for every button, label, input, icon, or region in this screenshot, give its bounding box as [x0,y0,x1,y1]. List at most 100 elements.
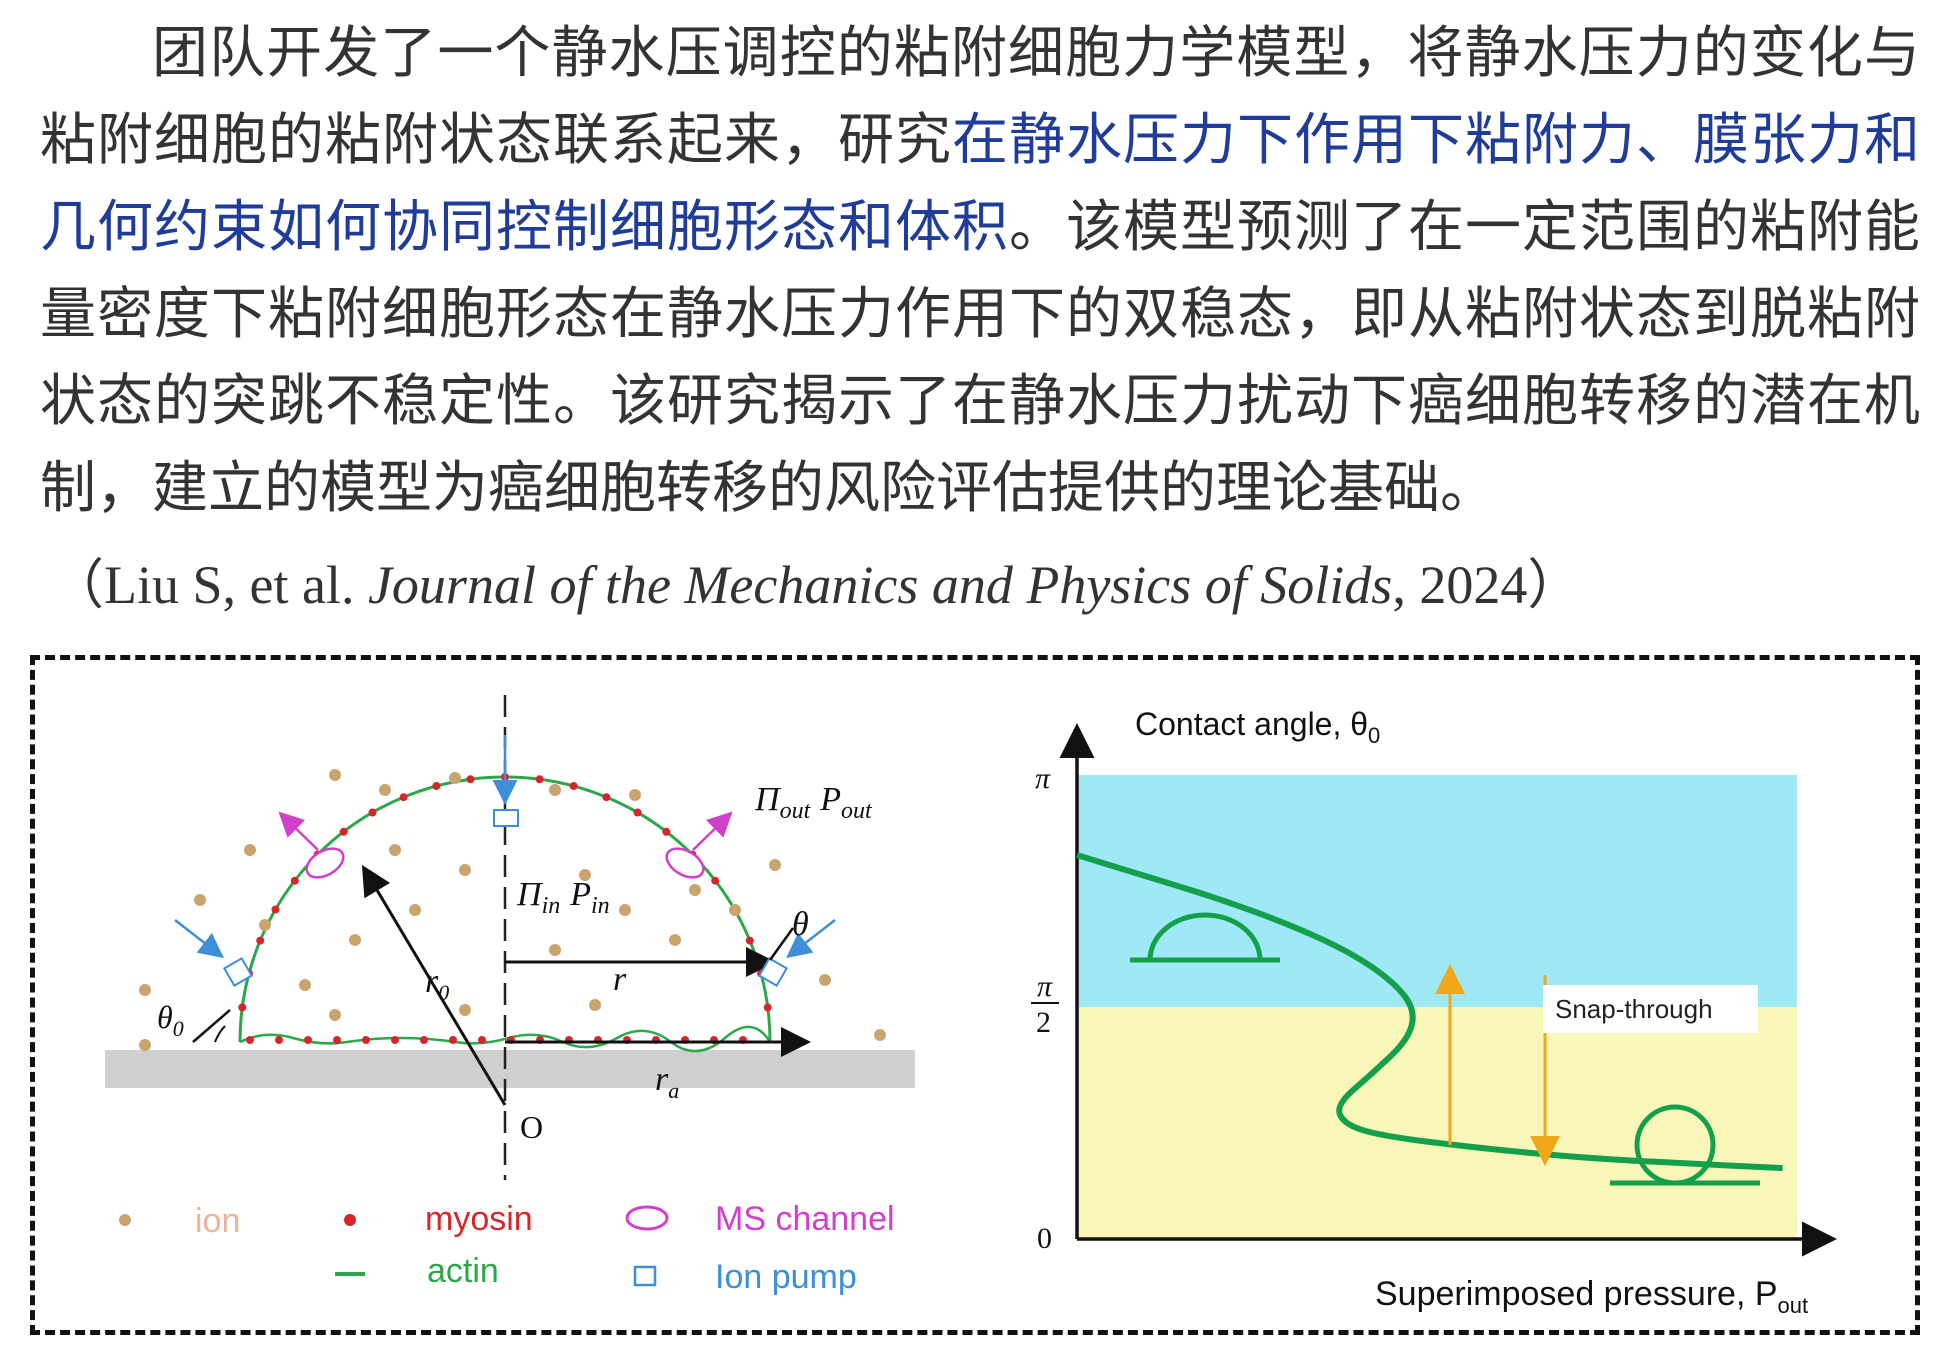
label-r: r [613,961,627,998]
legend-ion-label: ion [195,1202,240,1240]
region-yellow [1077,1007,1797,1239]
cell-inset-spread [1147,912,1263,961]
ion-dot [194,894,206,906]
myosin-dot [391,1036,399,1044]
theta-line [768,927,795,961]
myosin-dot [466,775,475,784]
ion-dot [139,984,151,996]
myosin-dot [763,1003,772,1012]
ion-dot [379,784,391,796]
para-highlight: 在静水压力下作用下粘附力、膜张力和几何约束如何协同控制细胞形态和体积 [40,108,1920,260]
ion-dot [619,904,631,916]
myosin-dot [290,876,299,885]
myosin-dot [368,808,377,817]
myosin-dot [271,905,280,914]
ion-dot [819,974,831,986]
label-origin: O [520,1109,543,1145]
myosin-dot [256,936,265,945]
ms-arrow-left [278,811,319,851]
contact-angle-curve [1076,852,1783,1172]
legend-ms-label: MS channel [715,1200,895,1238]
ion-dot [629,789,641,801]
r0-arrow [361,864,507,1106]
ion-dot [549,944,561,956]
ion-pump-top [493,809,519,827]
myosin-dot [339,827,348,836]
ion-dot [299,979,311,991]
myosin-dot [333,1036,341,1044]
legend-ms-icon [625,1205,669,1231]
myosin-dot [275,1036,283,1044]
ion-pump-left [222,956,254,988]
myosin-dot [633,808,642,817]
ion-dot [689,884,701,896]
ion-dot [459,1004,471,1016]
legend-myosin-icon [344,1214,356,1226]
ion-dot [329,769,341,781]
ion-dot [729,904,741,916]
label-theta0: θ0 [157,999,184,1041]
ion-dot [579,869,591,881]
ion-dot [549,784,561,796]
pump-arrow-right [786,919,836,959]
myosin-dot [362,1036,370,1044]
theta0-line [192,1009,231,1043]
myosin-dot [711,876,720,885]
legend-pump-label: Ion pump [715,1258,857,1296]
ion-dots [139,769,886,1051]
ion-dot [669,934,681,946]
myosin-dot [602,793,611,802]
myosin-dot [420,1036,428,1044]
ion-dot [389,844,401,856]
theta0-arc [214,1025,226,1043]
legend-actin-label: actin [427,1252,499,1290]
ion-dot [349,934,361,946]
ms-channel-right [665,847,705,879]
para-part1: 团队开发了一个静水压调控的粘附细胞力学模型，将静水压力的变化与粘附细胞的粘附状态… [40,21,1920,173]
legend-ion-icon [119,1214,131,1226]
tick-pi: π [1035,762,1051,795]
pump-arrow-left [174,919,224,959]
tick-half-den: 2 [1036,1006,1051,1039]
ion-dot [329,1009,341,1021]
chart: Contact angle, θ0 Superimposed pressure,… [1031,706,1837,1318]
ion-dot [874,1029,886,1041]
ion-dot [259,919,271,931]
legend-myosin-label: myosin [425,1200,533,1238]
myosin-dot [304,1036,312,1044]
snap-label-box [1543,985,1758,1033]
body-paragraph: 团队开发了一个静水压调控的粘附细胞力学模型，将静水压力的变化与粘附细胞的粘附状态… [40,10,1920,532]
myosin-dot [246,1036,254,1044]
myosin-dot [662,827,671,836]
myosin-dot [238,1003,247,1012]
tick-zero: 0 [1037,1222,1052,1255]
tick-half-num: π [1037,970,1053,1003]
ion-dot [769,859,781,871]
ion-pump-right [757,956,789,988]
label-r0: r0 [425,963,449,1005]
label-theta: θ [792,906,809,943]
myosin-dot [535,775,544,784]
myosin-dot [449,1036,457,1044]
myosin-dot [569,782,578,790]
x-axis-label: Superimposed pressure, Pout [1375,1275,1808,1318]
snap-label: Snap-through [1555,994,1713,1024]
cite-journal: Journal of the Mechanics and Physics of … [367,555,1393,615]
cite-close: , 2024） [1392,555,1582,615]
myosin-dot [478,1036,486,1044]
myosin-dot [399,793,408,802]
myosin-dot [745,936,754,945]
substrate [105,1050,915,1088]
ion-dot [589,999,601,1011]
legend-pump-icon [633,1265,657,1287]
cite-open: （Liu S, et al. [50,555,368,615]
ion-dot [409,904,421,916]
ion-dot [244,844,256,856]
ion-dot [449,772,461,784]
citation: （Liu S, et al. Journal of the Mechanics … [50,540,1581,619]
y-axis-label: Contact angle, θ0 [1135,706,1380,748]
